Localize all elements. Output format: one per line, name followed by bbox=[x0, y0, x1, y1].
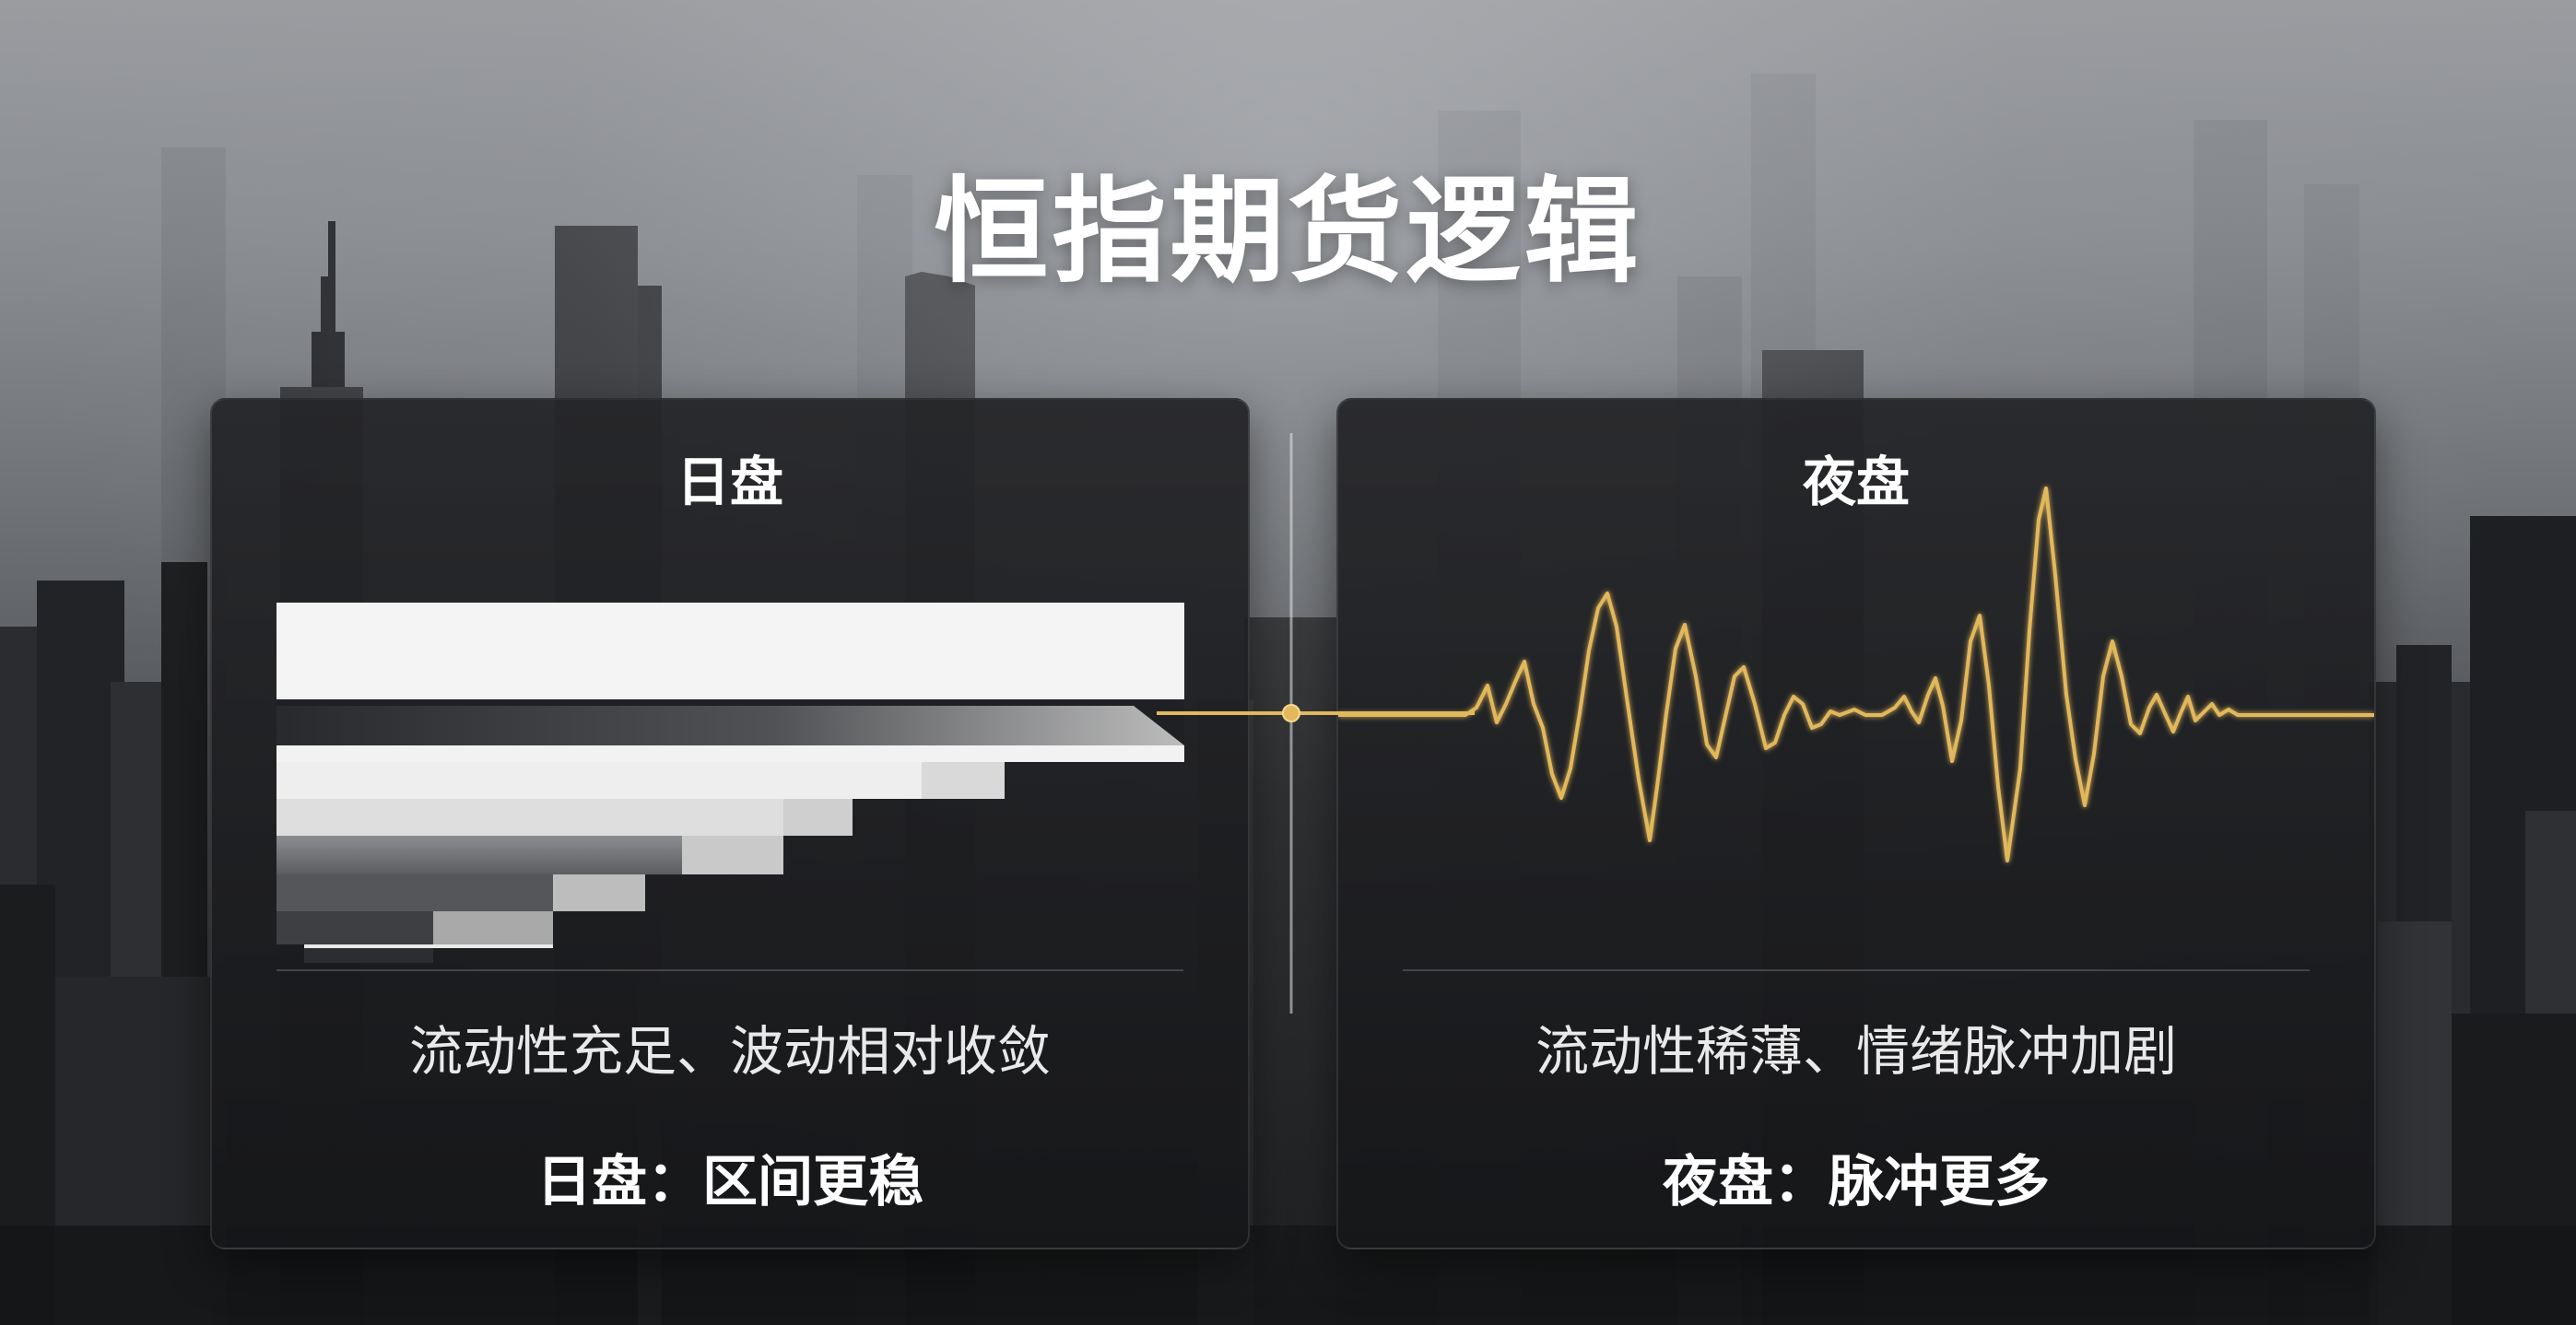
range-band-second bbox=[276, 745, 1184, 762]
stair-step-6 bbox=[304, 944, 433, 963]
night-panel-description: 流动性稀薄、情绪脉冲加剧 bbox=[1535, 1020, 2177, 1083]
range-converge-gradient bbox=[276, 706, 1184, 745]
pulse-waveform-graphic bbox=[1338, 487, 2374, 862]
night-panel-title: 夜盘 bbox=[1802, 451, 1910, 513]
stair-step-3-edge bbox=[682, 836, 783, 874]
stable-range-staircase-graphic bbox=[276, 603, 1184, 963]
stair-step-4-edge bbox=[553, 874, 645, 911]
day-session-panel: 日盘 bbox=[210, 398, 1250, 1249]
range-band-top bbox=[276, 603, 1184, 699]
stair-step-2 bbox=[276, 799, 853, 836]
page-title: 恒指期货逻辑 bbox=[934, 166, 1642, 299]
stair-step-5-edge bbox=[433, 911, 553, 944]
night-panel-divider bbox=[1403, 969, 2310, 971]
day-panel-summary: 日盘：区间更稳 bbox=[536, 1150, 923, 1214]
day-panel-description: 流动性充足、波动相对收敛 bbox=[408, 1020, 1051, 1083]
stair-step-2-edge bbox=[783, 799, 853, 836]
day-panel-divider bbox=[276, 969, 1183, 971]
stair-step-1-edge bbox=[922, 762, 1005, 799]
stair-step-1 bbox=[276, 762, 1005, 799]
pulse-waveform-line bbox=[1338, 487, 2374, 862]
night-session-panel: 夜盘 流动性稀薄、情绪脉冲加剧 夜盘：脉冲更多 bbox=[1336, 398, 2376, 1249]
day-panel-title: 日盘 bbox=[676, 451, 783, 513]
night-panel-summary: 夜盘：脉冲更多 bbox=[1663, 1150, 2050, 1214]
stair-step-6-line bbox=[304, 944, 553, 948]
